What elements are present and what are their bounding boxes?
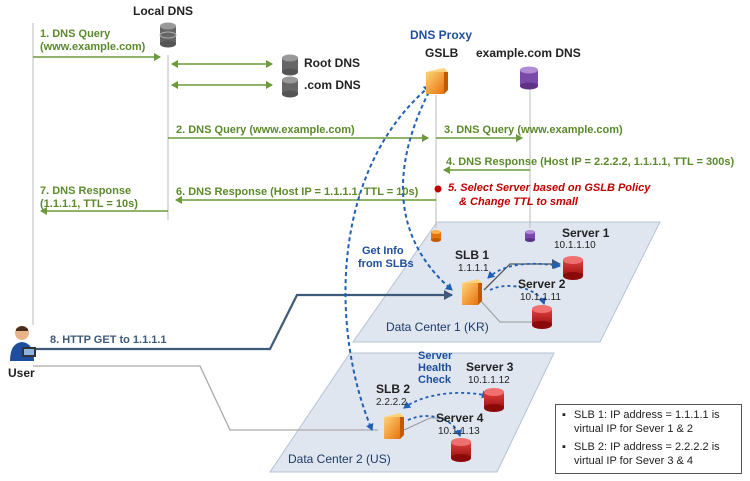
example-dns-label: example.com DNS [476, 46, 581, 60]
get-info-label-line2: from SLBs [358, 258, 414, 270]
root-dns-label: Root DNS [304, 56, 360, 70]
step-5-marker [434, 185, 442, 193]
gslb-icon [426, 68, 448, 94]
health-check-label-line3: Check [418, 374, 452, 386]
slb1-server1-health [487, 261, 561, 279]
slb2-icon [384, 413, 404, 439]
server4-ip: 10.1.1.13 [438, 426, 480, 437]
step-5-label-line1: 5. Select Server based on GSLB Policy [448, 182, 651, 194]
server3-icon [484, 388, 504, 412]
step-1-label-line1: 1. DNS Query [40, 28, 111, 40]
slb2-server4-health [407, 415, 463, 437]
health-check-label-line2: Health [418, 362, 452, 374]
step-4-label: 4. DNS Response (Host IP = 2.2.2.2, 1.1.… [446, 156, 735, 168]
server1-ip: 10.1.1.10 [554, 240, 596, 251]
step-2-label: 2. DNS Query (www.example.com) [176, 124, 355, 136]
user-to-slb2-path [33, 365, 378, 431]
step-8-label: 8. HTTP GET to 1.1.1.1 [50, 334, 167, 346]
step-7-label-line2: (1.1.1.1, TTL = 10s) [40, 198, 138, 210]
server1-label: Server 1 [562, 226, 610, 240]
legend-item-slb1: SLB 1: IP address = 1.1.1.1 is virtual I… [562, 408, 735, 436]
slb2-label: SLB 2 [376, 382, 411, 396]
com-dns-label: .com DNS [304, 78, 361, 92]
server2-label: Server 2 [518, 277, 566, 291]
slb1-server2-link [479, 299, 532, 323]
root-dns-icon [282, 54, 298, 76]
server2-icon [532, 305, 552, 329]
slb2-server3-health [403, 390, 489, 409]
dns-proxy-label: DNS Proxy [410, 28, 473, 42]
step-7-label-line1: 7. DNS Response [40, 185, 132, 197]
local-dns-label: Local DNS [133, 4, 194, 18]
server3-label: Server 3 [466, 360, 514, 374]
slb2-ip: 2.2.2.2 [376, 397, 407, 408]
step-6-label: 6. DNS Response (Host IP = 1.1.1.1, TTL … [176, 186, 419, 198]
legend-item-slb2: SLB 2: IP address = 2.2.2.2 is virtual I… [562, 440, 735, 468]
step-3-label: 3. DNS Query (www.example.com) [444, 124, 623, 136]
slb1-label: SLB 1 [455, 248, 490, 262]
datacenter-2-label: Data Center 2 (US) [288, 452, 391, 466]
local-dns-icon [159, 22, 177, 48]
example-dns-small-icon [525, 230, 535, 242]
server4-icon [451, 438, 471, 462]
step-1-label-line2: (www.example.com) [40, 41, 146, 53]
user-icon [10, 326, 36, 361]
step-5-label-line2: & Change TTL to small [459, 196, 578, 208]
gslb-label: GSLB [425, 46, 459, 60]
slb1-server2-health [489, 285, 547, 305]
gslb-slb2-info-link [344, 85, 431, 431]
slb1-ip: 1.1.1.1 [458, 263, 489, 274]
com-dns-icon [282, 76, 298, 98]
user-label: User [8, 366, 35, 380]
gslb-small-icon [431, 230, 441, 242]
example-dns-icon [520, 66, 538, 90]
health-check-label-line1: Server [418, 350, 453, 362]
slb1-icon [462, 279, 482, 305]
server1-icon [563, 256, 583, 280]
server4-label: Server 4 [436, 411, 484, 425]
server3-ip: 10.1.1.12 [468, 375, 510, 386]
legend-box: SLB 1: IP address = 1.1.1.1 is virtual I… [555, 404, 742, 474]
datacenter-1-label: Data Center 1 (KR) [386, 320, 489, 334]
get-info-label-line1: Get Info [362, 245, 404, 257]
server2-ip: 10.1.1.11 [520, 292, 561, 303]
